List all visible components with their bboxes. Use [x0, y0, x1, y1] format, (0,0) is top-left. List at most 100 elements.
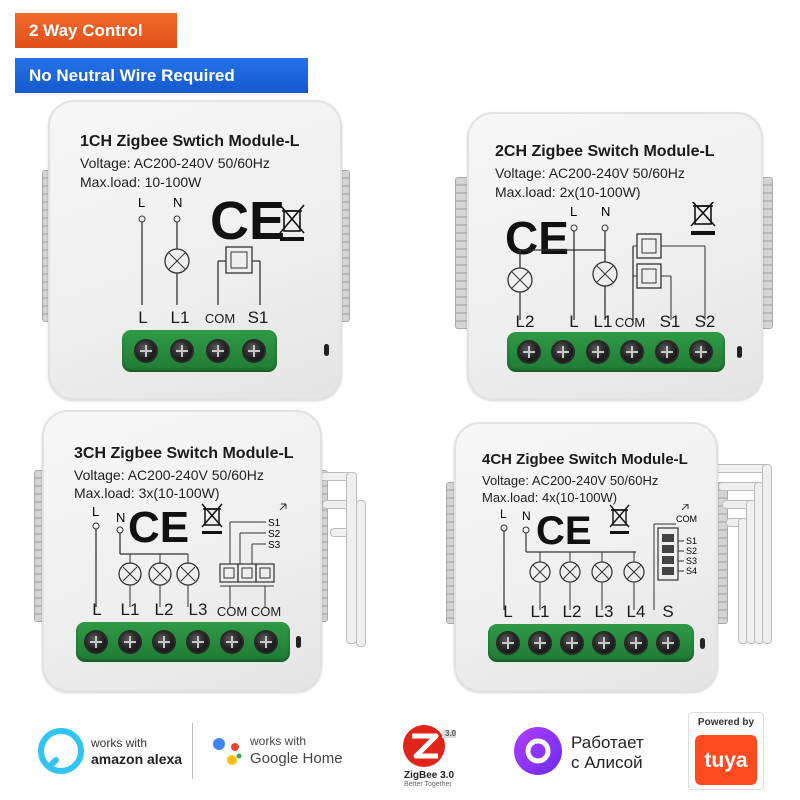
screw-terminal: [689, 340, 713, 364]
module-voltage: Voltage: AC200-240V 50/60Hz: [482, 473, 659, 488]
lamp-icon: [507, 267, 533, 293]
lead-wire: [762, 464, 772, 644]
weee-bin-icon: [609, 504, 630, 534]
screw-terminal: [655, 340, 679, 364]
weee-bin-icon: [201, 503, 223, 534]
switch-label: S3: [686, 556, 697, 566]
ce-mark-icon: CE: [210, 195, 285, 251]
zigbee-icon: [403, 725, 456, 767]
switch-label: S3: [268, 540, 281, 551]
terminal-label: L: [503, 602, 513, 621]
google-assistant-icon: [213, 738, 242, 765]
terminal-label: COM: [204, 311, 236, 326]
screw-terminal: [118, 630, 142, 654]
terminal-label: S2: [694, 312, 716, 331]
switch-label: S4: [686, 566, 697, 576]
screw-terminal: [586, 340, 610, 364]
diagram-label-n: N: [601, 204, 610, 219]
lamp-icon: [623, 561, 645, 583]
zigbee-logo: 3.0 ZigBee 3.0 Better Together: [402, 722, 482, 788]
terminal-block: [507, 332, 725, 372]
screw-terminal: [592, 631, 616, 655]
module-4ch: 4CH Zigbee Switch Module-L Voltage: AC20…: [446, 422, 786, 694]
terminal-block: [122, 330, 277, 372]
google-works-with: works with: [250, 734, 307, 748]
wiring-diagram: CE L N: [505, 202, 716, 320]
screw-terminal: [134, 339, 158, 363]
module-load: Max.load: 10-100W: [80, 174, 202, 190]
screw-terminal: [517, 340, 541, 364]
terminal-label: COM: [216, 604, 248, 619]
lamp-icon: [176, 562, 200, 586]
screw-terminal: [220, 630, 244, 654]
zigbee-name: ZigBee 3.0: [404, 770, 455, 781]
terminal-label: L: [569, 312, 579, 331]
terminal-label: L4: [626, 602, 646, 621]
zigbee-tagline: Better Together: [404, 781, 452, 788]
module-load: Max.load: 2x(10-100W): [495, 184, 641, 200]
screw-terminal: [84, 630, 108, 654]
switch-panel-icon: S1 S2 S3: [219, 503, 287, 607]
ce-mark-icon: CE: [128, 503, 189, 552]
lamp-icon: [164, 248, 190, 274]
screw-terminal: [496, 631, 520, 655]
alice-line1: Работает: [571, 733, 644, 752]
module-voltage: Voltage: AC200-240V 50/60Hz: [74, 467, 264, 483]
weee-bin-icon: [690, 202, 716, 235]
switch-label: S2: [268, 529, 281, 540]
alexa-works-with: works with: [91, 736, 148, 750]
google-home-logo: works with Google Home: [210, 730, 360, 772]
alice-logo: Работает с Алисой: [513, 726, 673, 776]
diagram-label-l: L: [570, 204, 577, 219]
tuya-name: tuya: [704, 749, 748, 772]
no-neutral-badge: No Neutral Wire Required: [15, 58, 308, 93]
google-name: Google Home: [250, 750, 343, 767]
switch-panel-icon: COM S1 S2 S3 S4: [653, 504, 697, 610]
led-indicator: [296, 636, 301, 648]
diagram-label-l: L: [500, 507, 507, 521]
screw-terminal: [551, 340, 575, 364]
terminal-label: S1: [659, 312, 681, 331]
terminal-label: L1: [170, 308, 190, 327]
module-load: Max.load: 4x(10-100W): [482, 490, 618, 505]
screw-terminal: [528, 631, 552, 655]
screw-terminal: [624, 631, 648, 655]
module-load: Max.load: 3x(10-100W): [74, 485, 220, 501]
two-way-control-badge: 2 Way Control: [15, 13, 177, 48]
screw-terminal: [170, 339, 194, 363]
switch-label: S2: [686, 546, 697, 556]
terminal-label: L2: [154, 600, 174, 619]
switch-icon: [225, 246, 253, 274]
led-indicator: [324, 344, 329, 356]
tuya-powered-by: Powered by: [697, 717, 755, 728]
module-title: 1CH Zigbee Swtich Module-L: [80, 133, 300, 150]
terminal-label: COM: [250, 604, 282, 619]
switch-icon: [636, 233, 662, 259]
zigbee-version: 3.0: [445, 729, 457, 738]
terminal-label: S: [662, 602, 674, 621]
wiring-diagram: L N CE: [138, 195, 305, 305]
lead-wire: [356, 500, 366, 647]
screw-terminal: [560, 631, 584, 655]
terminal-label: COM: [614, 315, 646, 330]
terminal-label: L1: [120, 600, 140, 619]
lamp-icon: [148, 562, 172, 586]
terminal-label: L1: [530, 602, 550, 621]
diagram-label-n: N: [173, 195, 182, 210]
alexa-ring-icon: [38, 728, 84, 774]
screw-terminal: [656, 631, 680, 655]
terminal-label: L3: [594, 602, 614, 621]
module-3ch: 3CH Zigbee Switch Module-L Voltage: AC20…: [34, 410, 366, 692]
weee-bin-icon: [279, 204, 305, 241]
screw-terminal: [206, 339, 230, 363]
module-title: 2CH Zigbee Switch Module-L: [495, 143, 715, 160]
terminal-block: [488, 624, 694, 662]
module-title: 4CH Zigbee Switch Module-L: [482, 451, 688, 468]
module-2ch: 2CH Zigbee Switch Module-L Voltage: AC20…: [455, 112, 775, 402]
screw-terminal: [152, 630, 176, 654]
module-1ch: 1CH Zigbee Swtich Module-L Voltage: AC20…: [28, 100, 362, 400]
terminal-block: [76, 622, 290, 662]
diagram-label-n: N: [522, 509, 531, 523]
terminal-label: L1: [593, 312, 613, 331]
diagram-label-l: L: [138, 195, 145, 210]
